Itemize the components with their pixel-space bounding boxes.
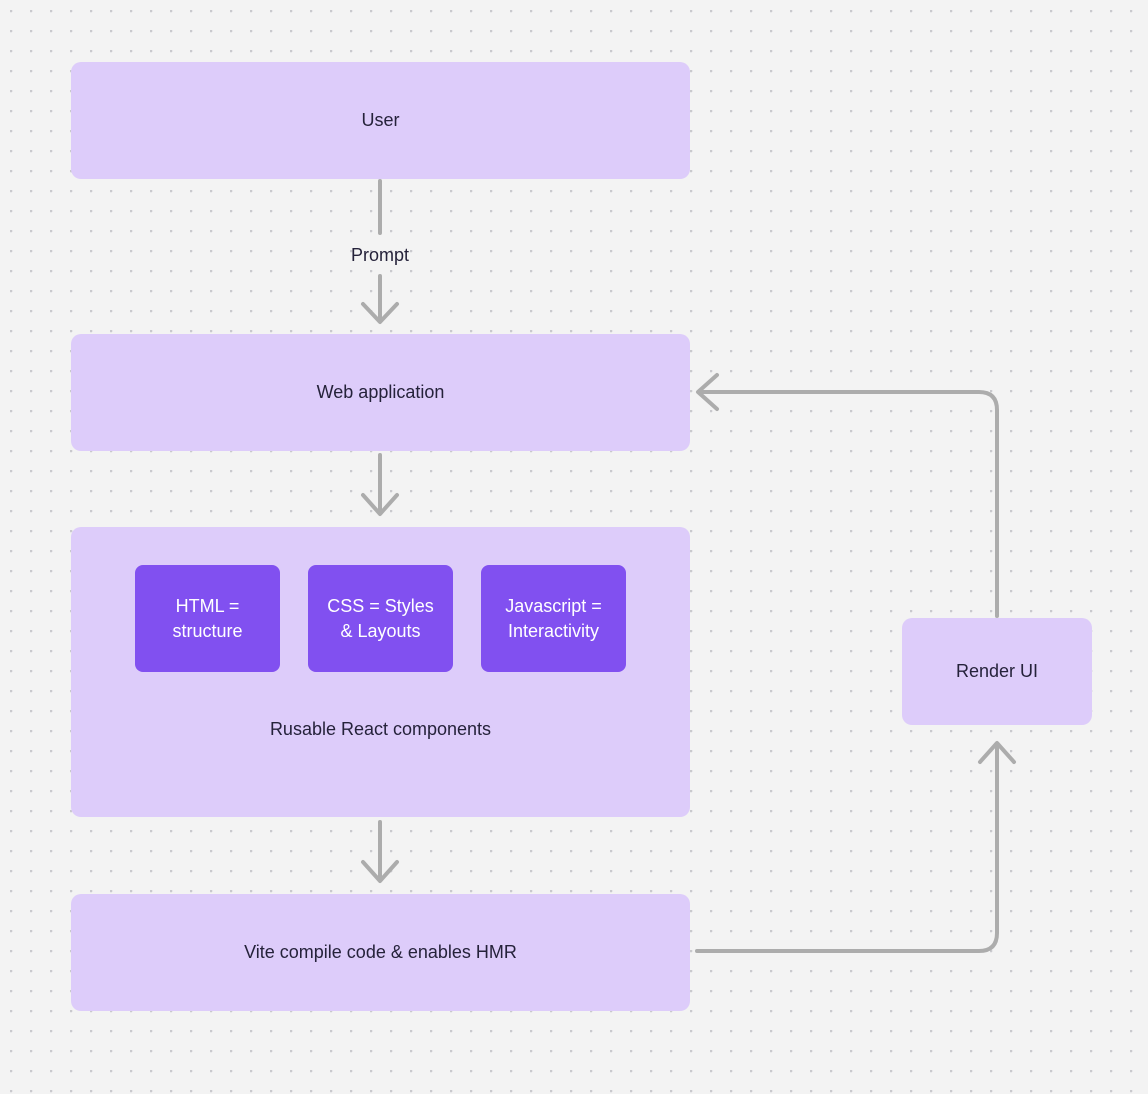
edge-group-to-vite: [361, 820, 399, 883]
node-react-components-caption: Rusable React components: [269, 719, 492, 739]
node-render-ui-label: Render UI: [955, 661, 1039, 682]
node-web-application-label: Web application: [316, 382, 445, 403]
edge-vite-to-render: [695, 741, 1016, 953]
chip-html-label: HTML = structure: [172, 595, 243, 641]
chip-row: HTML = structure CSS = Styles & Layouts …: [71, 565, 690, 672]
chip-css-label: CSS = Styles & Layouts: [327, 595, 434, 641]
node-render-ui[interactable]: Render UI: [902, 618, 1092, 725]
edge-prompt-to-webapp: [361, 274, 399, 324]
node-web-application[interactable]: Web application: [71, 334, 690, 451]
chip-html[interactable]: HTML = structure: [135, 565, 280, 672]
edge-render-to-webapp: [696, 373, 999, 618]
chip-css[interactable]: CSS = Styles & Layouts: [308, 565, 453, 672]
node-user-label: User: [361, 110, 400, 131]
node-vite-label: Vite compile code & enables HMR: [244, 942, 517, 963]
chip-javascript[interactable]: Javascript = Interactivity: [481, 565, 626, 672]
edge-webapp-to-group: [361, 453, 399, 516]
node-vite[interactable]: Vite compile code & enables HMR: [71, 894, 690, 1011]
node-react-components-group[interactable]: HTML = structure CSS = Styles & Layouts …: [71, 527, 690, 817]
node-user[interactable]: User: [71, 62, 690, 179]
edge-label-prompt: Prompt: [350, 245, 410, 265]
chip-javascript-label: Javascript = Interactivity: [505, 595, 602, 641]
